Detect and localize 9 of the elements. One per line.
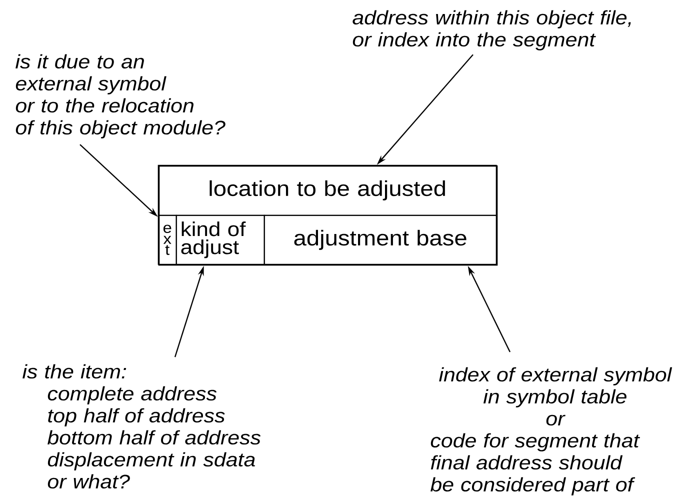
field-cell: ext	[158, 214, 177, 265]
field-cell: location to be adjusted	[158, 164, 497, 216]
annotation-text: index of external symbol in symbol table or code for segment that final address should be considered part of	[430, 367, 672, 496]
field-cell: adjustment base	[264, 214, 497, 265]
field-cell: kind of adjust	[176, 214, 265, 265]
annotation-text: is it due to an external symbol or to the relocation of this object module?	[16, 54, 226, 138]
record-box	[158, 165, 498, 266]
annotation-text: is the item: complete address top half of address bottom half of address displacement in sdata or what?	[22, 364, 261, 489]
annotation-text: address within this object file, or index into the segment	[352, 10, 631, 50]
